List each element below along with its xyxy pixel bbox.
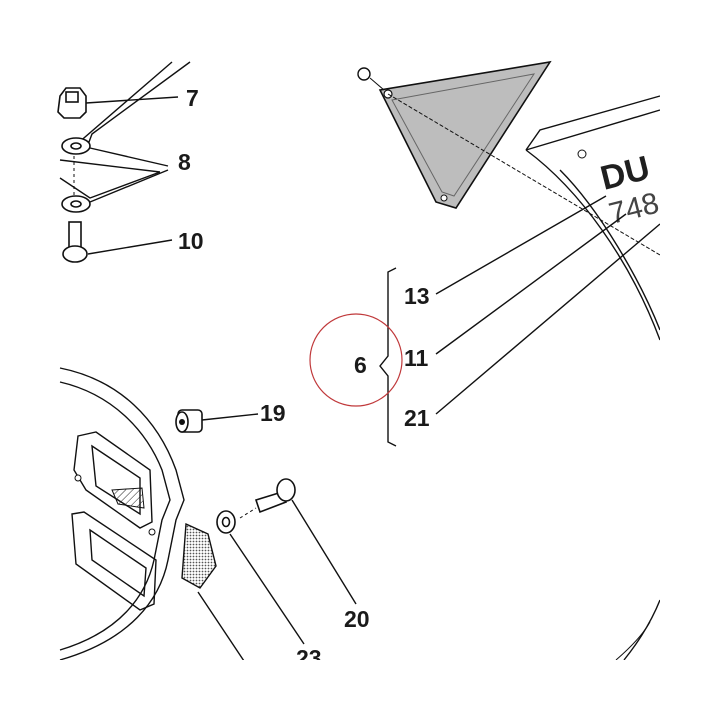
callout-10: 10 <box>178 228 204 254</box>
bottom-crop-band <box>0 660 720 720</box>
leader-line-21 <box>435 223 661 415</box>
group-brace <box>379 267 397 447</box>
leader-line-8b <box>89 169 169 203</box>
frame-edge-inner <box>615 621 651 661</box>
hatched-pad-part <box>181 522 217 589</box>
leader-line-11 <box>435 213 627 355</box>
leader-line-10 <box>87 239 173 255</box>
highlight-circle <box>309 313 403 407</box>
screw-20-part <box>254 478 296 514</box>
leader-line-23 <box>229 533 305 645</box>
leader-line-7 <box>85 96 179 104</box>
leader-line-19 <box>201 413 259 421</box>
leader-line-13 <box>435 195 607 295</box>
fastener-axis-line <box>239 507 257 519</box>
fairing-decal: DU 748 <box>597 149 663 231</box>
fairing-body-part <box>525 95 661 341</box>
side-panel-part <box>59 367 185 661</box>
shaded-panel-part <box>378 60 552 209</box>
callout-11: 11 <box>404 345 429 371</box>
callout-7: 7 <box>186 85 199 111</box>
callout-8: 8 <box>178 149 191 175</box>
axis-line <box>387 93 661 256</box>
leader-line-8a <box>89 147 169 167</box>
washer-upper-part <box>61 137 91 155</box>
frame-edge <box>623 599 661 661</box>
callout-20: 20 <box>344 606 370 632</box>
bolt-10-part <box>62 221 88 263</box>
spacer-19-part <box>175 409 203 433</box>
leader-line-pad <box>197 591 247 665</box>
callout-19: 19 <box>260 400 286 426</box>
washer-23-part <box>216 510 236 534</box>
callout-21: 21 <box>404 405 430 431</box>
washer-lower-part <box>61 195 91 213</box>
right-crop-band <box>660 0 720 720</box>
callout-6: 6 <box>354 352 367 378</box>
clip-nut-part <box>57 87 87 119</box>
leader-line-20 <box>291 499 357 605</box>
top-screw-part <box>357 67 385 91</box>
callout-13: 13 <box>404 283 430 309</box>
